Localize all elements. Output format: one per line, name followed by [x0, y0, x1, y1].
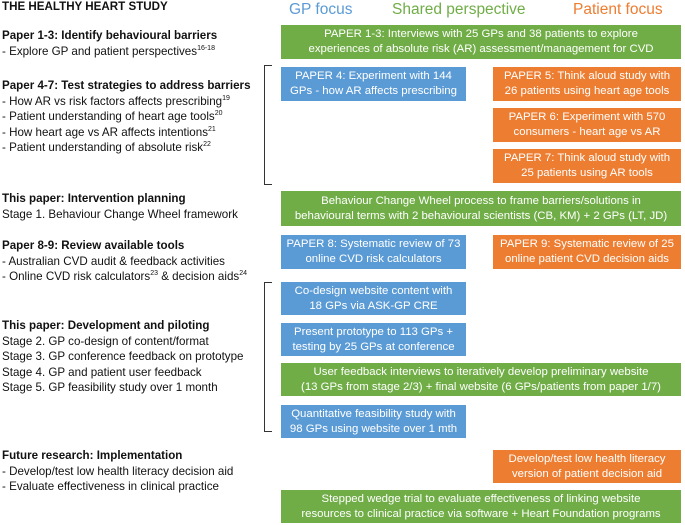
- box-paper-1-3: PAPER 1-3: Interviews with 25 GPs and 38…: [280, 24, 682, 60]
- section-item: - Patient understanding of absolute risk…: [2, 141, 211, 154]
- section-item: - Patient understanding of heart age too…: [2, 110, 223, 123]
- section-heading: This paper: Development and piloting: [2, 319, 210, 332]
- section-heading: Future research: Implementation: [2, 449, 183, 462]
- section-heading: Paper 4-7: Test strategies to address ba…: [2, 79, 251, 92]
- section-item: - Develop/test low health literacy decis…: [2, 464, 234, 478]
- box-stage-4-user-feedback: User feedback interviews to iteratively …: [280, 362, 682, 397]
- section-item: Stage 1. Behaviour Change Wheel framewor…: [2, 207, 238, 221]
- box-stage-3-conference: Present prototype to 113 GPs +testing by…: [280, 322, 467, 357]
- section-item: - Explore GP and patient perspectives16-…: [2, 44, 215, 58]
- section-review-tools: Paper 8-9: Review available tools - Aust…: [2, 238, 247, 285]
- column-header-shared: Shared perspective: [392, 1, 526, 18]
- section-item: - How heart age vs AR affects intentions…: [2, 125, 216, 139]
- section-development-piloting: This paper: Development and piloting Sta…: [2, 318, 244, 396]
- box-stepped-wedge-trial: Stepped wedge trial to evaluate effectiv…: [280, 489, 682, 524]
- bracket-papers-4-7: [264, 65, 272, 185]
- section-test-strategies: Paper 4-7: Test strategies to address ba…: [2, 78, 251, 156]
- section-item: Stage 4. GP and patient user feedback: [2, 365, 202, 379]
- section-identify-barriers: Paper 1-3: Identify behavioural barriers…: [2, 28, 217, 59]
- section-item: - Evaluate effectiveness in clinical pra…: [2, 480, 219, 493]
- study-title: THE HEALTHY HEART STUDY: [2, 0, 168, 13]
- section-heading: This paper: Intervention planning: [2, 192, 186, 205]
- study-title-block: THE HEALTHY HEART STUDY: [2, 0, 168, 15]
- section-intervention-planning: This paper: Intervention planning Stage …: [2, 191, 238, 222]
- section-future-research: Future research: Implementation - Develo…: [2, 448, 233, 495]
- column-header-gp: GP focus: [289, 1, 353, 18]
- bracket-development-stages: [264, 282, 272, 432]
- section-item: - Online CVD risk calculators23 & decisi…: [2, 270, 247, 283]
- box-behaviour-change-wheel: Behaviour Change Wheel process to frame …: [280, 190, 682, 227]
- column-header-patient: Patient focus: [573, 1, 663, 18]
- section-heading: Paper 8-9: Review available tools: [2, 239, 185, 252]
- section-item: Stage 2. GP co-design of content/format: [2, 334, 209, 348]
- section-item: - How AR vs risk factors affects prescri…: [2, 94, 230, 108]
- section-item: Stage 3. GP conference feedback on proto…: [2, 350, 244, 363]
- section-item: - Australian CVD audit & feedback activi…: [2, 254, 225, 268]
- section-item: Stage 5. GP feasibility study over 1 mon…: [2, 381, 218, 394]
- section-heading: Paper 1-3: Identify behavioural barriers: [2, 29, 218, 42]
